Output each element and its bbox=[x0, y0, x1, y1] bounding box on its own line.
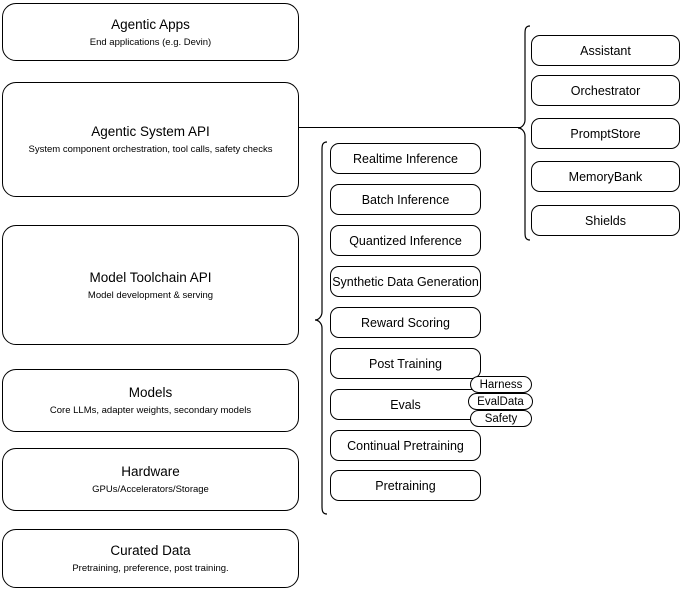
eval-pill-label: Harness bbox=[479, 378, 523, 391]
layer-title: Model Toolchain API bbox=[89, 269, 212, 285]
capability-label: Post Training bbox=[369, 356, 442, 371]
brace-toolchain-capabilities bbox=[314, 141, 328, 515]
layer-subtitle: Model development & serving bbox=[87, 289, 214, 301]
layer-subtitle: End applications (e.g. Devin) bbox=[89, 36, 212, 48]
component-shields[interactable]: Shields bbox=[531, 205, 680, 236]
layer-title: Curated Data bbox=[110, 543, 191, 558]
capability-realtime-inference[interactable]: Realtime Inference bbox=[330, 143, 481, 174]
eval-pill-label: Safety bbox=[484, 412, 518, 425]
capability-label: Quantized Inference bbox=[349, 233, 462, 248]
capability-label: Synthetic Data Generation bbox=[332, 274, 479, 289]
component-memorybank[interactable]: MemoryBank bbox=[531, 161, 680, 192]
capability-label: Reward Scoring bbox=[361, 315, 450, 330]
capability-label: Continual Pretraining bbox=[347, 438, 464, 453]
layer-title: Agentic Apps bbox=[111, 16, 190, 32]
capability-evals[interactable]: Evals bbox=[330, 389, 481, 420]
layer-curated-data[interactable]: Curated Data Pretraining, preference, po… bbox=[2, 529, 299, 588]
capability-synthetic-data-generation[interactable]: Synthetic Data Generation bbox=[330, 266, 481, 297]
layer-agentic-system-api[interactable]: Agentic System API System component orch… bbox=[2, 82, 299, 197]
layer-agentic-apps[interactable]: Agentic Apps End applications (e.g. Devi… bbox=[2, 3, 299, 61]
component-label: Assistant bbox=[580, 43, 631, 58]
component-label: PromptStore bbox=[570, 126, 641, 141]
eval-pill-label: EvalData bbox=[477, 395, 524, 408]
capability-pretraining[interactable]: Pretraining bbox=[330, 470, 481, 501]
layer-hardware[interactable]: Hardware GPUs/Accelerators/Storage bbox=[2, 448, 299, 511]
component-promptstore[interactable]: PromptStore bbox=[531, 118, 680, 149]
layer-models[interactable]: Models Core LLMs, adapter weights, secon… bbox=[2, 369, 299, 432]
eval-pill-harness[interactable]: Harness bbox=[470, 376, 532, 393]
capability-reward-scoring[interactable]: Reward Scoring bbox=[330, 307, 481, 338]
layer-subtitle: GPUs/Accelerators/Storage bbox=[92, 484, 209, 495]
layer-subtitle: Core LLMs, adapter weights, secondary mo… bbox=[49, 405, 252, 416]
capability-label: Batch Inference bbox=[361, 192, 450, 207]
component-label: Orchestrator bbox=[570, 83, 641, 98]
capability-batch-inference[interactable]: Batch Inference bbox=[330, 184, 481, 215]
connector-system-api-to-components bbox=[299, 127, 521, 129]
brace-system-components bbox=[517, 25, 531, 241]
capability-continual-pretraining[interactable]: Continual Pretraining bbox=[330, 430, 481, 461]
capability-post-training[interactable]: Post Training bbox=[330, 348, 481, 379]
component-assistant[interactable]: Assistant bbox=[531, 35, 680, 66]
layer-model-toolchain-api[interactable]: Model Toolchain API Model development & … bbox=[2, 225, 299, 345]
capability-label: Realtime Inference bbox=[353, 151, 458, 166]
eval-pill-safety[interactable]: Safety bbox=[470, 410, 532, 427]
component-label: Shields bbox=[585, 213, 626, 228]
layer-title: Agentic System API bbox=[91, 124, 210, 139]
layer-title: Models bbox=[128, 385, 173, 400]
layer-title: Hardware bbox=[121, 464, 180, 479]
eval-pill-evaldata[interactable]: EvalData bbox=[468, 393, 533, 410]
layer-subtitle: Pretraining, preference, post training. bbox=[72, 563, 229, 574]
capability-label: Pretraining bbox=[375, 478, 436, 493]
capability-quantized-inference[interactable]: Quantized Inference bbox=[330, 225, 481, 256]
layer-subtitle: System component orchestration, tool cal… bbox=[28, 144, 273, 155]
component-orchestrator[interactable]: Orchestrator bbox=[531, 75, 680, 106]
component-label: MemoryBank bbox=[568, 169, 643, 184]
capability-label: Evals bbox=[390, 397, 421, 412]
